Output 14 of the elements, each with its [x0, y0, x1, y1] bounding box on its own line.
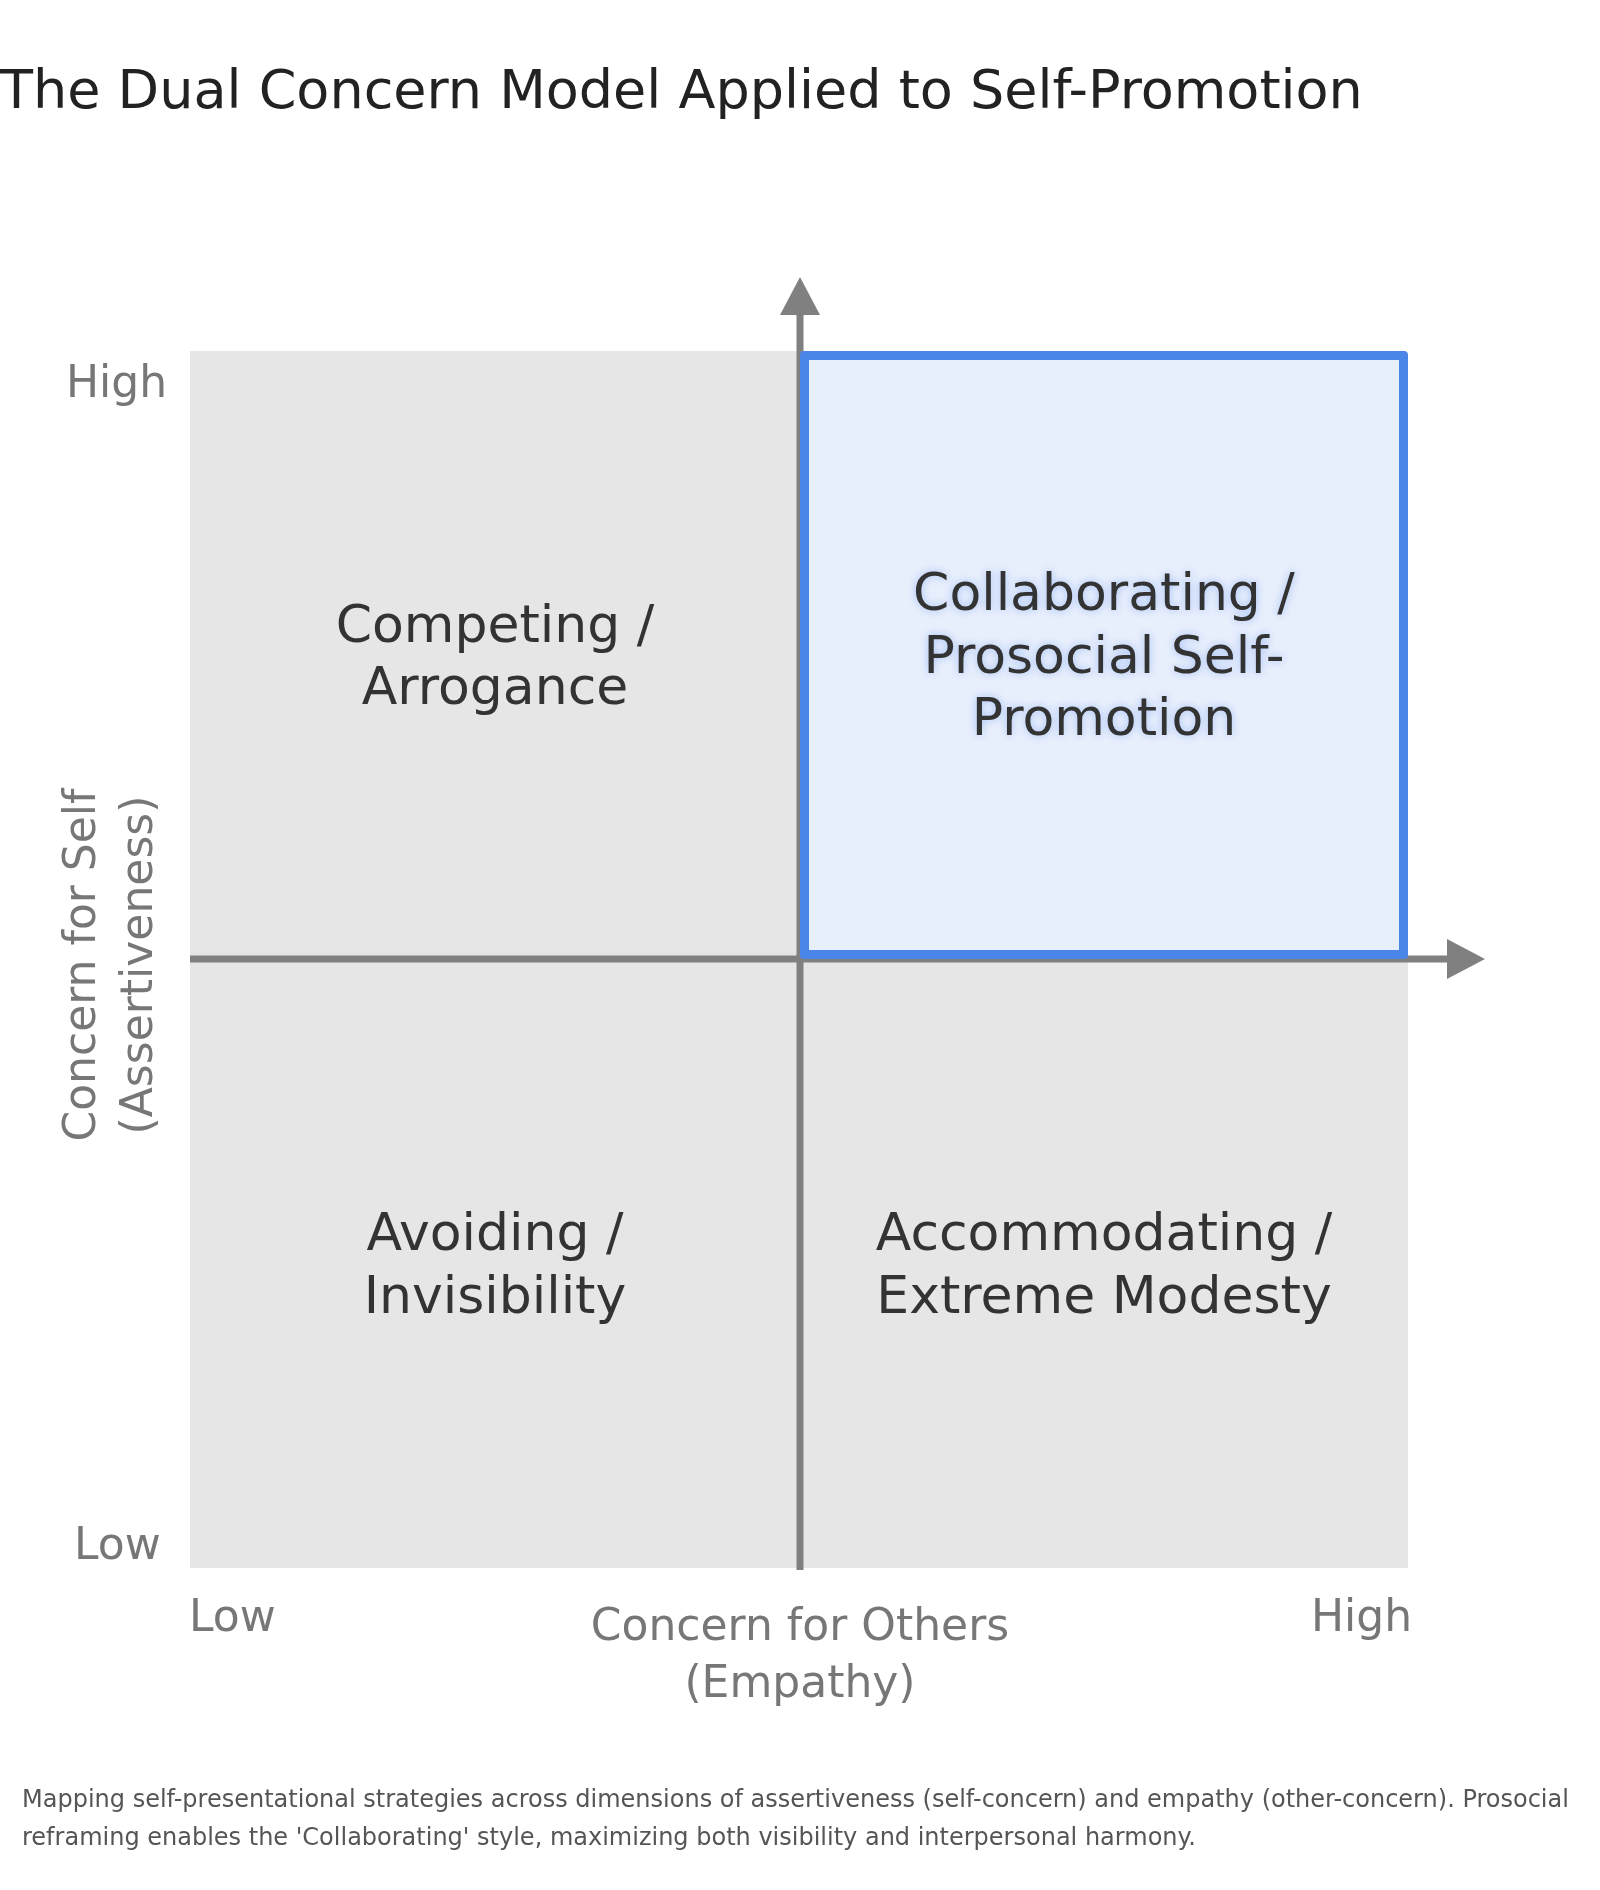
axis-tick-label: Low: [189, 1590, 276, 1641]
quadrant-label: Avoiding / Invisibility: [362, 1201, 628, 1326]
axis-tick-label: High: [66, 356, 168, 407]
axis-title: Concern for Others (Empathy): [589, 1598, 1011, 1710]
quadrant-label: Accommodating / Extreme Modesty: [874, 1201, 1334, 1326]
quadrant-label: Collaborating / Prosocial Self-Promotion: [912, 561, 1296, 749]
diagram-title: The Dual Concern Model Applied to Self-Promotion: [0, 58, 1363, 121]
axis-tick-label: High: [1311, 1590, 1413, 1641]
caption: Mapping self-presentational strategies across dimensions of assertiveness (self-concern) and empathy (other-concern). Prosocial reframing enables the 'Collaborating' style, maximizing both visibility and interpersonal harmony.: [22, 1784, 1570, 1854]
quadrant: [190, 351, 800, 959]
quadrant-label: Competing / Arrogance: [334, 592, 656, 718]
axis-tick-label: Low: [74, 1518, 161, 1569]
axis-title: Concern for Self (Assertiveness): [52, 786, 163, 1144]
highlighted-quadrant: [800, 351, 1408, 959]
